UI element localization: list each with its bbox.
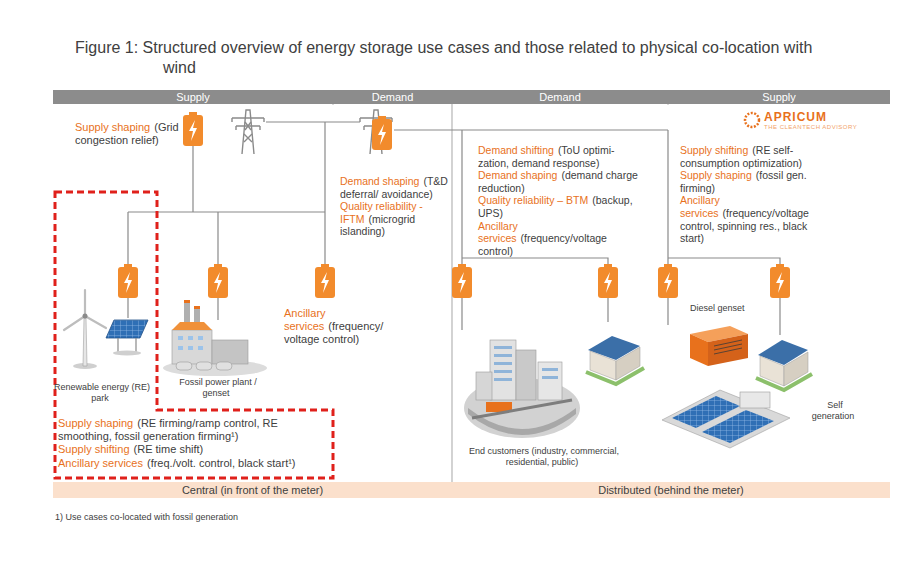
picture-caption: End customers (industry, commercial, res… (469, 446, 619, 467)
band-label: Demand (539, 91, 581, 103)
picture-caption: Self generation (812, 400, 855, 421)
picture-caption: Diesel genset (690, 303, 745, 313)
use-case-heading: Ancillary services (478, 220, 518, 245)
band-label: Supply (176, 91, 210, 103)
band-label: Distributed (behind the meter) (598, 484, 744, 496)
use-case-heading: Supply shifting (680, 144, 748, 156)
picture-caption: Renewable energy (RE) park (54, 382, 150, 403)
use-case-heading: Supply shaping (58, 417, 133, 429)
footer-band: Central (in front of the meter) (53, 482, 452, 498)
use-case-heading: Demand shifting (478, 144, 554, 156)
text-block: Demand shaping(T&D deferral/ avoidance)Q… (340, 175, 452, 238)
band-label: Central (in front of the meter) (182, 484, 323, 496)
text-block: APRICUMTHE CLEANTECH ADVISORY (764, 110, 884, 132)
band-label: Supply (762, 91, 796, 103)
use-case-heading: Supply shifting (58, 443, 130, 455)
use-case-heading: Demand shaping (340, 175, 419, 187)
picture-caption: 1) Use cases co-located with fossil gene… (55, 512, 238, 522)
text-block: Diesel genset (690, 303, 760, 314)
text-block: Self generation (805, 400, 865, 422)
logo-text: APRICUM (764, 110, 880, 124)
use-case-heading: Quality reliability – BTM (478, 194, 588, 206)
text-block: Fossil power plant / genset (168, 377, 268, 399)
use-case-detail: (RE time shift) (134, 443, 204, 455)
figure-title: Figure 1: Structured overview of energy … (75, 38, 815, 78)
text-block: Renewable energy (RE) park (52, 382, 152, 404)
use-case-heading: Ancillary services (284, 307, 326, 332)
footer-band: Distributed (behind the meter) (452, 482, 890, 498)
text-block: Supply shaping(Grid congestion relief) (75, 121, 187, 147)
text-block: Ancillary services(frequency/ voltage co… (284, 307, 390, 347)
text-block: Supply shifting(RE self- consumption opt… (680, 144, 830, 245)
use-case-detail: (freq./volt. control, black start¹) (147, 457, 296, 469)
use-case-heading: Demand shaping (478, 169, 557, 181)
use-case-heading: Supply shaping (75, 121, 150, 133)
logo-text: THE CLEANTECH ADVISORY (764, 124, 880, 131)
use-case-heading: Supply shaping (680, 169, 752, 181)
band-label: Demand (372, 91, 414, 103)
picture-caption: Fossil power plant / genset (179, 377, 257, 398)
header-band: Demand (333, 90, 452, 104)
header-band: Supply (53, 90, 333, 104)
text-block: 1) Use cases co-located with fossil gene… (55, 512, 455, 523)
text-block: Supply shaping(RE firming/ramp control, … (58, 417, 330, 470)
header-band: Supply (668, 90, 890, 104)
text-block: End customers (industry, commercial, res… (464, 446, 624, 468)
use-case-heading: Ancillary services (58, 457, 143, 469)
use-case-heading: Ancillary services (680, 194, 720, 219)
text-block: Demand shifting(ToU optimi- zation, dema… (478, 144, 646, 257)
header-band: Demand (452, 90, 668, 104)
